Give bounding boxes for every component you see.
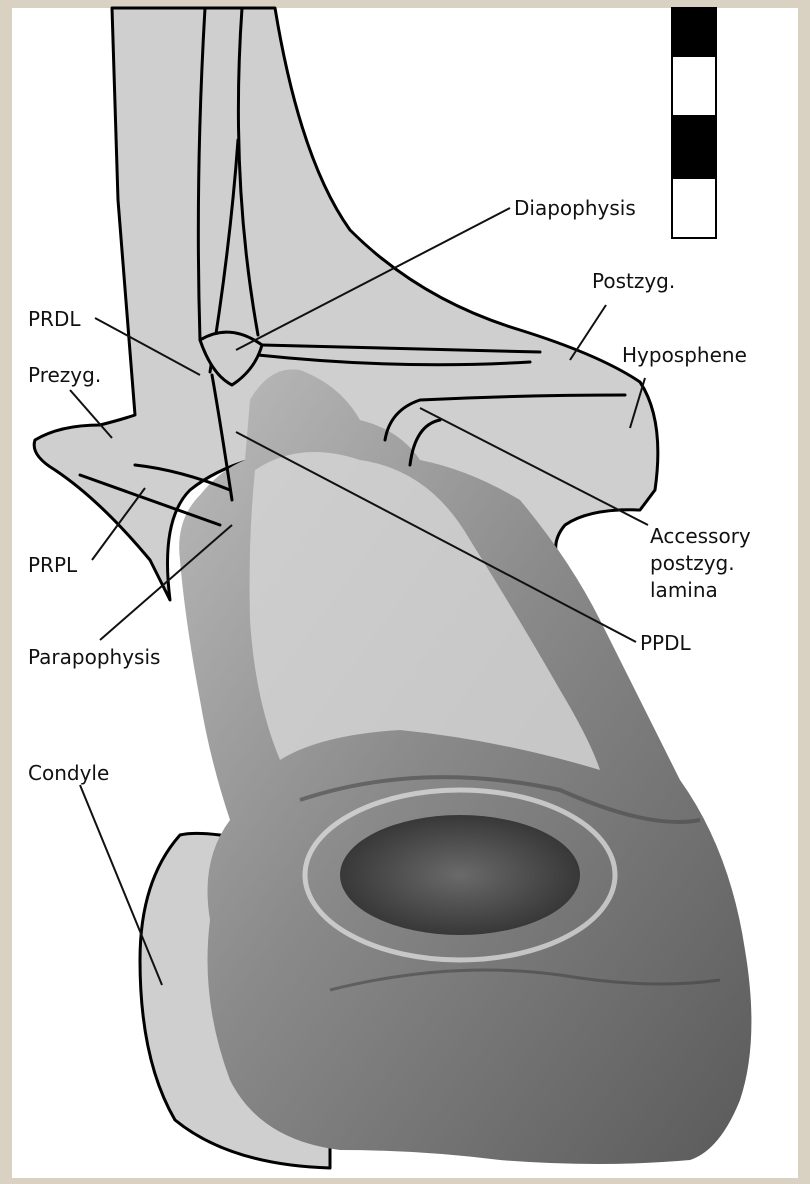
scale-bar-segment-1: [672, 8, 716, 56]
label-ppdl: PPDL: [640, 631, 692, 655]
scale-bar-segment-3: [672, 116, 716, 178]
scale-bar: [672, 8, 716, 238]
label-parapophysis: Parapophysis: [28, 645, 160, 669]
label-condyle: Condyle: [28, 761, 109, 785]
scale-bar-segment-2: [672, 56, 716, 116]
label-hyposphene: Hyposphene: [622, 343, 747, 367]
scale-bar-segment-4: [672, 178, 716, 238]
label-diapophysis: Diapophysis: [514, 196, 636, 220]
label-accessory-2: postzyg.: [650, 551, 735, 575]
label-accessory-1: Accessory: [650, 524, 751, 548]
label-prpl: PRPL: [28, 553, 78, 577]
label-prezyg: Prezyg.: [28, 363, 101, 387]
label-postzyg: Postzyg.: [592, 269, 675, 293]
label-accessory-3: lamina: [650, 578, 718, 602]
label-prdl: PRDL: [28, 307, 81, 331]
pleurocoel-cavity: [340, 815, 580, 935]
